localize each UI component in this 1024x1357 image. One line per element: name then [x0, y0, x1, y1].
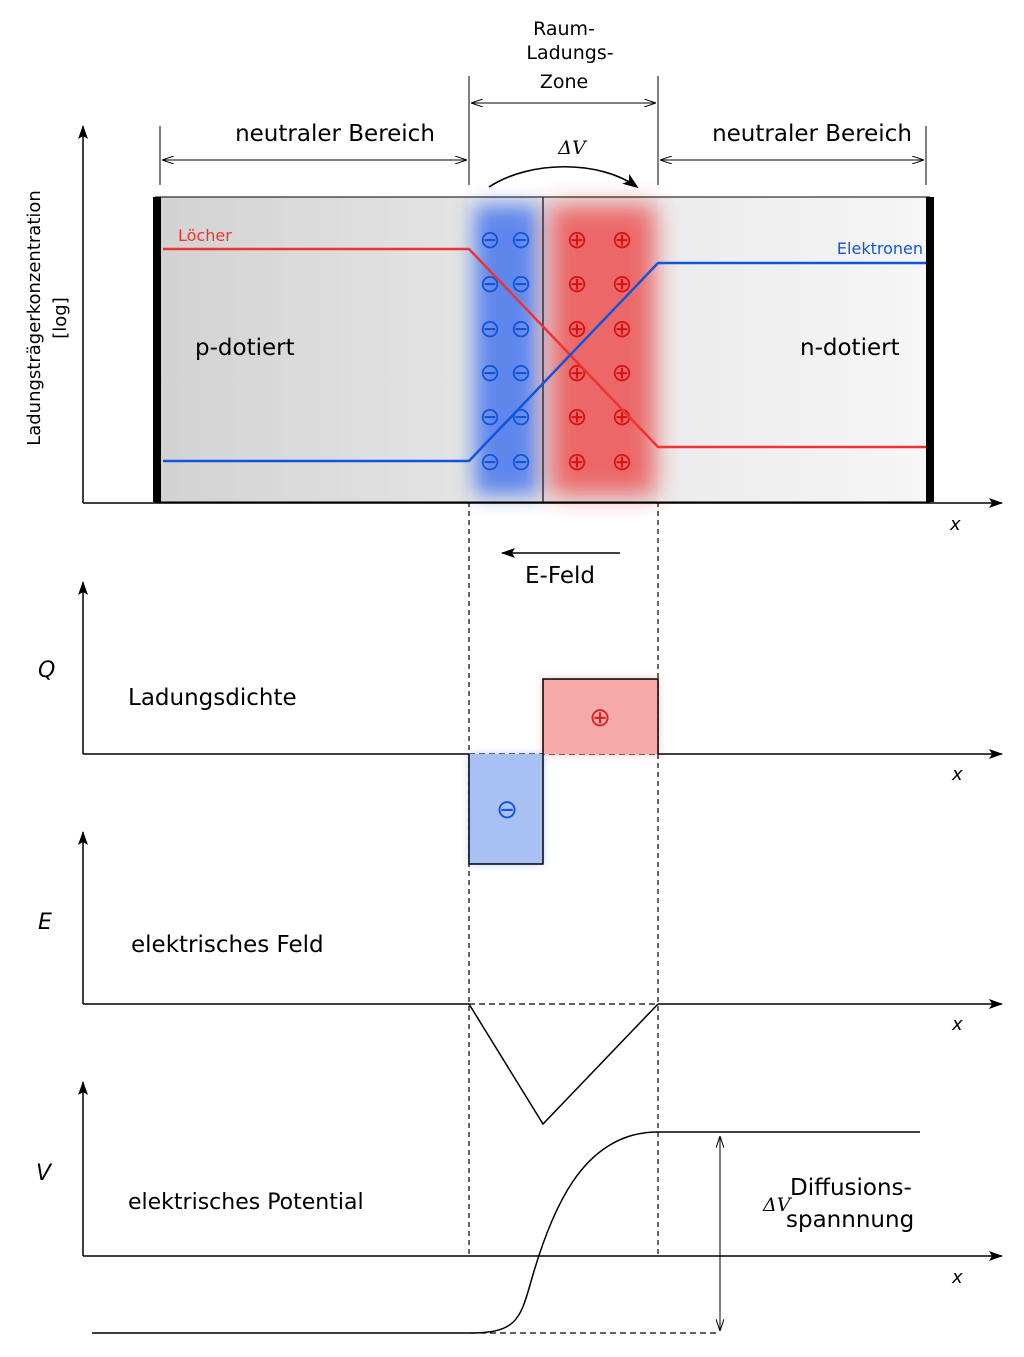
plus-ion-3-0: ⊕ [567, 358, 588, 387]
negative-charge-symbol: ⊖ [496, 795, 518, 825]
charge-density-panel: ⊕ ⊖ Q Ladungsdichte x [38, 581, 1003, 865]
holes-label: Löcher [178, 226, 232, 245]
holes-curve [163, 247, 926, 449]
diffusion-voltage-arrow [488, 166, 639, 189]
plus-ion-0-0: ⊕ [567, 225, 588, 254]
plus-ion-2-0: ⊕ [567, 314, 588, 343]
potential-curve [92, 1131, 920, 1334]
rlz-label-line1: Raum- [533, 18, 595, 40]
electric-field-title: elektrisches Feld [131, 932, 324, 958]
potential-x-axis-label: x [951, 1267, 963, 1288]
minus-ion-1-1: ⊖ [511, 269, 532, 298]
neutral-right-label: neutraler Bereich [712, 121, 912, 147]
top-x-axis-label: x [949, 514, 961, 535]
space-charge-zone-dimension [468, 76, 659, 185]
minus-ion-4-1: ⊖ [511, 402, 532, 431]
minus-ion-1-0: ⊖ [480, 269, 501, 298]
delta-v-bottom-label: ΔV [762, 1194, 793, 1216]
charge-density-title: Ladungsdichte [128, 685, 297, 711]
electric-field-curve [468, 1003, 659, 1126]
negative-charge-block [469, 754, 543, 864]
minus-ion-3-1: ⊖ [511, 358, 532, 387]
positive-charge-block [543, 679, 658, 754]
plus-ion-4-1: ⊕ [612, 402, 633, 431]
n-region [658, 197, 930, 502]
plus-ion-0-1: ⊕ [612, 225, 633, 254]
plus-ion-4-0: ⊕ [567, 402, 588, 431]
left-contact [153, 197, 161, 502]
p-doped-label: p-dotiert [195, 335, 295, 361]
minus-ion-3-0: ⊖ [480, 358, 501, 387]
positive-ion-symbols: ⊕ ⊕ ⊕ ⊕ ⊕ ⊕ ⊕ ⊕ ⊕ ⊕ ⊕ ⊕ [567, 225, 633, 476]
electrons-label: Elektronen [837, 239, 923, 258]
rlz-label-line2: Ladungs- [526, 42, 613, 64]
plus-ion-1-0: ⊕ [567, 269, 588, 298]
minus-ion-4-0: ⊖ [480, 402, 501, 431]
neutral-left-dimension [159, 126, 466, 185]
right-contact [926, 197, 934, 502]
plus-ion-5-1: ⊕ [612, 447, 633, 476]
electrons-curve [163, 261, 926, 463]
charge-x-axis-label: x [951, 764, 963, 785]
electric-field-panel: E elektrisches Feld x [38, 831, 1003, 1126]
plus-ion-5-0: ⊕ [567, 447, 588, 476]
minus-ion-0-1: ⊖ [511, 225, 532, 254]
potential-y-label: V [36, 1161, 53, 1186]
diffusion-voltage-line1: Diffusions- [790, 1175, 912, 1201]
diffusion-voltage-line2: spannnung [786, 1207, 914, 1233]
negative-ion-symbols: ⊖ ⊖ ⊖ ⊖ ⊖ ⊖ ⊖ ⊖ ⊖ ⊖ ⊖ ⊖ [480, 225, 532, 476]
e-field-label: E-Feld [525, 563, 595, 589]
carrier-concentration-panel: Raum- Ladungs- Zone neutraler Bereich ne… [24, 18, 1003, 589]
field-y-label: E [38, 910, 52, 935]
minus-ion-5-1: ⊖ [511, 447, 532, 476]
y-axis-label-line2: [log] [50, 297, 71, 338]
field-x-axis-label: x [951, 1014, 963, 1035]
positive-charge-symbol: ⊕ [589, 703, 611, 733]
positive-charge-glow [550, 205, 655, 495]
delta-v-top-label: ΔV [557, 137, 588, 159]
rlz-label-line3: Zone [540, 71, 588, 93]
minus-ion-5-0: ⊖ [480, 447, 501, 476]
plus-ion-2-1: ⊕ [612, 314, 633, 343]
negative-charge-glow [474, 205, 538, 495]
y-axis-label-line1: Ladungsträgerkonzentration [24, 190, 45, 446]
minus-ion-2-0: ⊖ [480, 314, 501, 343]
potential-panel: V elektrisches Potential Diffusions- spa… [36, 1081, 1003, 1334]
electric-potential-title: elektrisches Potential [128, 1190, 364, 1215]
minus-ion-0-0: ⊖ [480, 225, 501, 254]
neutral-left-label: neutraler Bereich [235, 121, 435, 147]
minus-ion-2-1: ⊖ [511, 314, 532, 343]
plus-ion-1-1: ⊕ [612, 269, 633, 298]
n-doped-label: n-dotiert [800, 335, 900, 361]
neutral-right-dimension [661, 126, 927, 185]
plus-ion-3-1: ⊕ [612, 358, 633, 387]
charge-y-label: Q [38, 658, 55, 683]
